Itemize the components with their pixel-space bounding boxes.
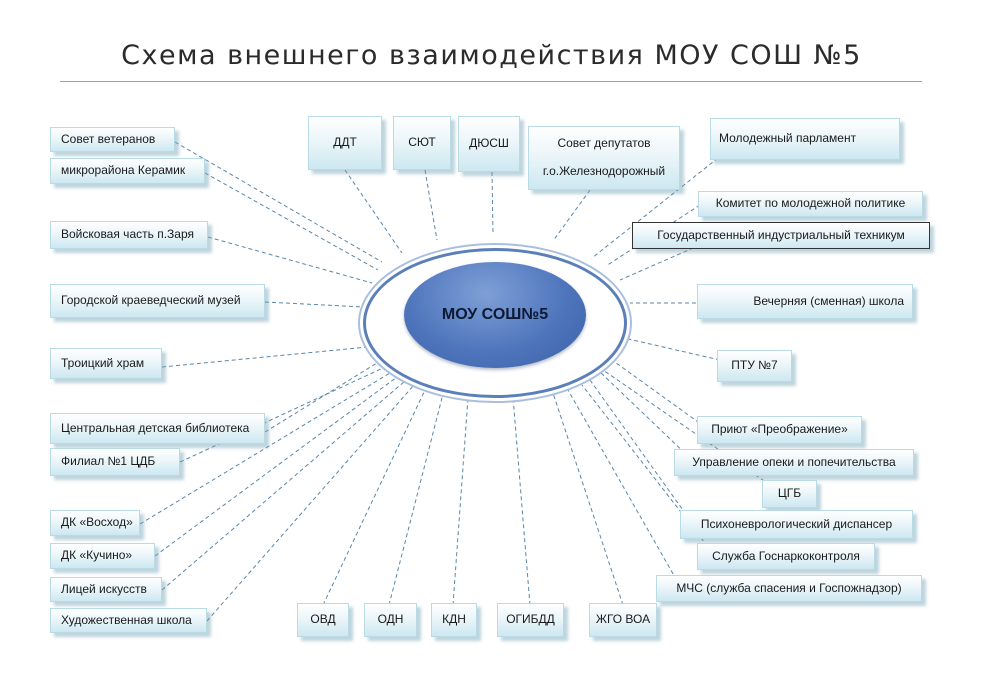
- connector-line: [207, 236, 373, 284]
- connector-line: [204, 172, 379, 271]
- node-dk-kuchino: ДК «Кучино»: [50, 543, 155, 569]
- connector-line: [322, 389, 426, 606]
- connector-line: [491, 171, 494, 235]
- connector-line: [552, 189, 591, 242]
- node-arts-lyceum: Лицей искусств: [50, 577, 162, 602]
- council-line-1: Совет депутатов: [557, 136, 651, 151]
- node-keramik-district: микрорайона Керамик: [50, 158, 205, 184]
- node-ddt: ДДТ: [308, 116, 382, 170]
- node-guardianship-department: Управление опеки и попечительства: [674, 449, 914, 476]
- node-cgb: ЦГБ: [762, 480, 817, 508]
- connector-line: [512, 396, 531, 606]
- hub-school: МОУ СОШ№5: [404, 262, 586, 368]
- node-ptu-7: ПТУ №7: [717, 350, 792, 382]
- connector-line: [552, 392, 624, 606]
- node-youth-policy-committee: Комитет по молодежной политике: [698, 191, 923, 217]
- connector-line: [623, 337, 721, 361]
- node-ovd: ОВД: [297, 603, 349, 637]
- node-trinity-church: Троицкий храм: [50, 348, 162, 379]
- connector-line: [611, 359, 706, 428]
- connector-line: [264, 362, 378, 433]
- node-evening-school: Вечерняя (сменная) школа: [697, 284, 913, 319]
- node-veterans-council: Совет ветеранов: [50, 127, 175, 152]
- node-military-unit: Войсковая часть п.Заря: [50, 221, 208, 249]
- connector-line: [424, 169, 438, 241]
- connector-line: [161, 346, 369, 368]
- node-deputies-council: Совет депутатов г.о.Железнодорожный: [528, 126, 680, 190]
- connector-line: [567, 389, 681, 587]
- node-dk-voskhod: ДК «Восход»: [50, 510, 140, 536]
- node-local-history-museum: Городской краеведческий музей: [50, 284, 265, 318]
- connector-line: [264, 301, 365, 308]
- node-central-children-library: Центральная детская библиотека: [50, 413, 265, 444]
- node-emergency-ministry: МЧС (служба спасения и Госпожнадзор): [656, 575, 922, 602]
- connector-line: [452, 397, 469, 606]
- node-zhgo-voa: ЖГО ВОА: [589, 603, 657, 637]
- node-odn: ОДН: [364, 603, 417, 637]
- connector-line: [344, 169, 403, 254]
- node-kdn: КДН: [431, 603, 477, 637]
- node-youth-parliament: Молодежный парламент: [710, 118, 900, 160]
- hub-label: МОУ СОШ№5: [441, 306, 549, 323]
- council-line-2: г.о.Железнодорожный: [542, 164, 666, 178]
- node-drug-control-service: Служба Госнаркоконтроля: [697, 543, 875, 570]
- connector-line: [388, 393, 444, 606]
- node-library-branch-1: Филиал №1 ЦДБ: [50, 448, 180, 476]
- node-neuro-dispensary: Психоневрологический диспансер: [680, 510, 913, 539]
- node-syut: СЮТ: [393, 116, 451, 170]
- connector-line: [599, 371, 691, 459]
- node-dyussh: ДЮСШ: [458, 116, 520, 172]
- connector-line: [154, 376, 398, 557]
- page-title: Схема внешнего взаимодействия МОУ СОШ №5: [121, 40, 862, 71]
- title-divider: [60, 81, 922, 82]
- node-ogibdd: ОГИБДД: [497, 603, 564, 637]
- node-art-school: Художественная школа: [50, 608, 207, 633]
- node-preobrazhenie-shelter: Приют «Преображение»: [697, 416, 862, 444]
- node-industrial-college: Государственный индустриальный техникум: [632, 222, 930, 249]
- connector-line: [619, 244, 701, 281]
